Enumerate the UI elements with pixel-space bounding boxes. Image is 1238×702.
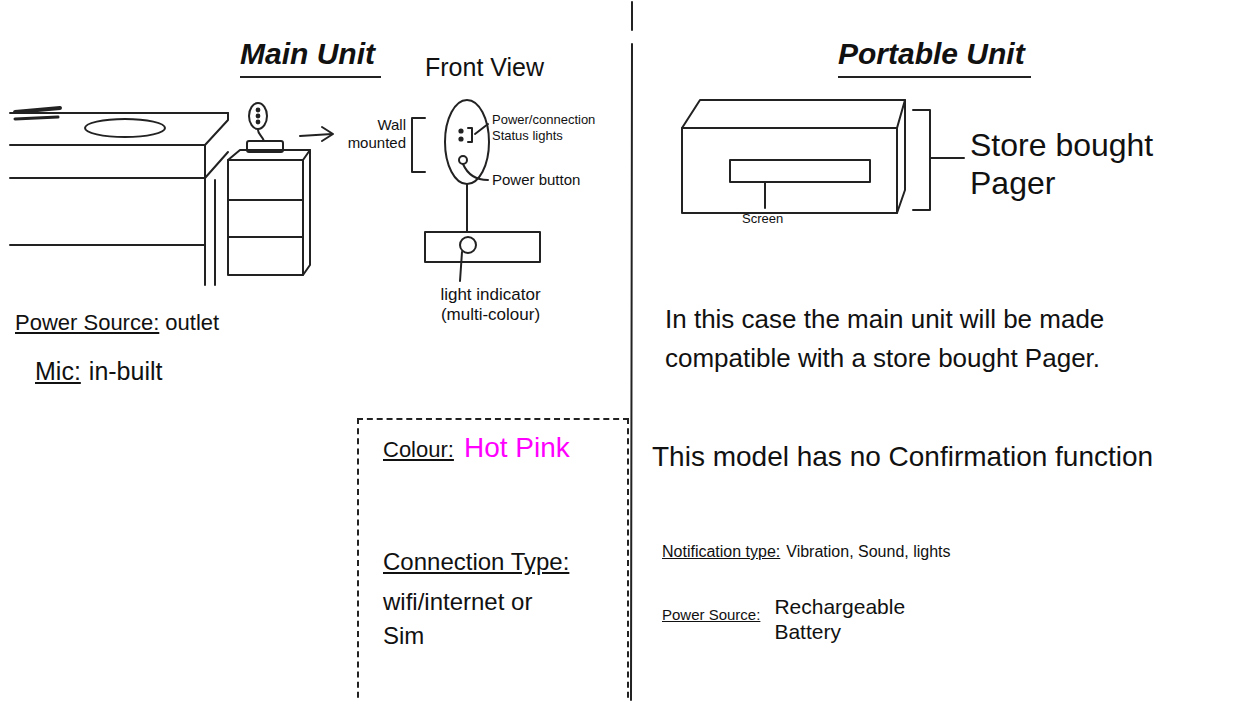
front-view-unit bbox=[445, 100, 489, 184]
bracket bbox=[913, 110, 964, 210]
bed-outline bbox=[10, 113, 228, 145]
section-heading: Main Unit bbox=[240, 36, 381, 78]
status-dot bbox=[257, 121, 260, 124]
bed-detail bbox=[15, 117, 58, 119]
wall-unit bbox=[249, 103, 267, 129]
bed-post bbox=[204, 145, 206, 285]
nightstand-shape bbox=[303, 150, 310, 275]
divider-line bbox=[631, 2, 632, 700]
status-light bbox=[459, 129, 462, 132]
pager-body bbox=[682, 128, 897, 213]
callout-label: Wall mounted bbox=[338, 116, 406, 152]
leader-line bbox=[764, 182, 766, 208]
pager-body bbox=[682, 100, 905, 128]
bed-frame bbox=[10, 244, 205, 246]
spec-key: Mic: bbox=[35, 356, 81, 386]
pointer-arrow bbox=[300, 134, 332, 136]
spec-key: Connection Type: bbox=[383, 547, 615, 577]
spec-value: wifi/internet or Sim bbox=[383, 585, 558, 652]
leader-line bbox=[460, 252, 462, 281]
connector-line bbox=[466, 184, 468, 232]
note-text: This model has no Confirmation function bbox=[652, 440, 1153, 474]
status-light bbox=[468, 128, 472, 142]
callout-label: Store bought Pager bbox=[970, 126, 1190, 203]
pager-screen bbox=[730, 160, 870, 182]
spec-box: Colour: Hot PinkConnection Type: wifi/inte… bbox=[357, 418, 629, 702]
status-light bbox=[459, 137, 462, 140]
bed-outline bbox=[10, 112, 228, 114]
spec-value: Vibration, Sound, lights bbox=[786, 542, 950, 561]
leader-line bbox=[475, 124, 488, 134]
spec-key: Colour: bbox=[383, 436, 454, 464]
bed-detail bbox=[15, 108, 60, 112]
callout-label: Power/connection Status lights bbox=[492, 112, 632, 143]
spec-value: in-built bbox=[89, 356, 163, 386]
callout-label: Screen bbox=[742, 211, 783, 227]
drawer-line bbox=[228, 200, 303, 237]
status-dot bbox=[257, 109, 260, 112]
base-device bbox=[247, 141, 283, 152]
base-device bbox=[425, 232, 540, 262]
spec-key: Notification type: bbox=[662, 542, 780, 561]
status-dot bbox=[257, 115, 260, 118]
spec-value: outlet bbox=[165, 310, 219, 336]
arrow-head bbox=[322, 127, 333, 141]
section-heading: Portable Unit bbox=[838, 36, 1031, 78]
pager-body bbox=[897, 100, 905, 213]
bed-post bbox=[214, 180, 216, 285]
bracket bbox=[412, 118, 425, 172]
leader-line bbox=[463, 164, 488, 180]
power-button bbox=[459, 156, 467, 164]
spec-value: Rechargeable Battery bbox=[774, 594, 924, 644]
note-text: In this case the main unit will be made … bbox=[665, 300, 1165, 378]
bed-outline bbox=[10, 152, 228, 178]
power-wire bbox=[258, 130, 264, 141]
pillow-shape bbox=[85, 119, 165, 137]
callout-label: Power button bbox=[492, 171, 580, 189]
spec-key: Power Source: bbox=[662, 606, 760, 624]
spec-key: Power Source: bbox=[15, 310, 159, 336]
nightstand-shape bbox=[228, 160, 303, 275]
light-indicator bbox=[460, 237, 476, 253]
spec-value: Hot Pink bbox=[464, 430, 570, 465]
callout-label: light indicator (multi-colour) bbox=[418, 285, 563, 326]
view-title: Front View bbox=[425, 52, 544, 82]
